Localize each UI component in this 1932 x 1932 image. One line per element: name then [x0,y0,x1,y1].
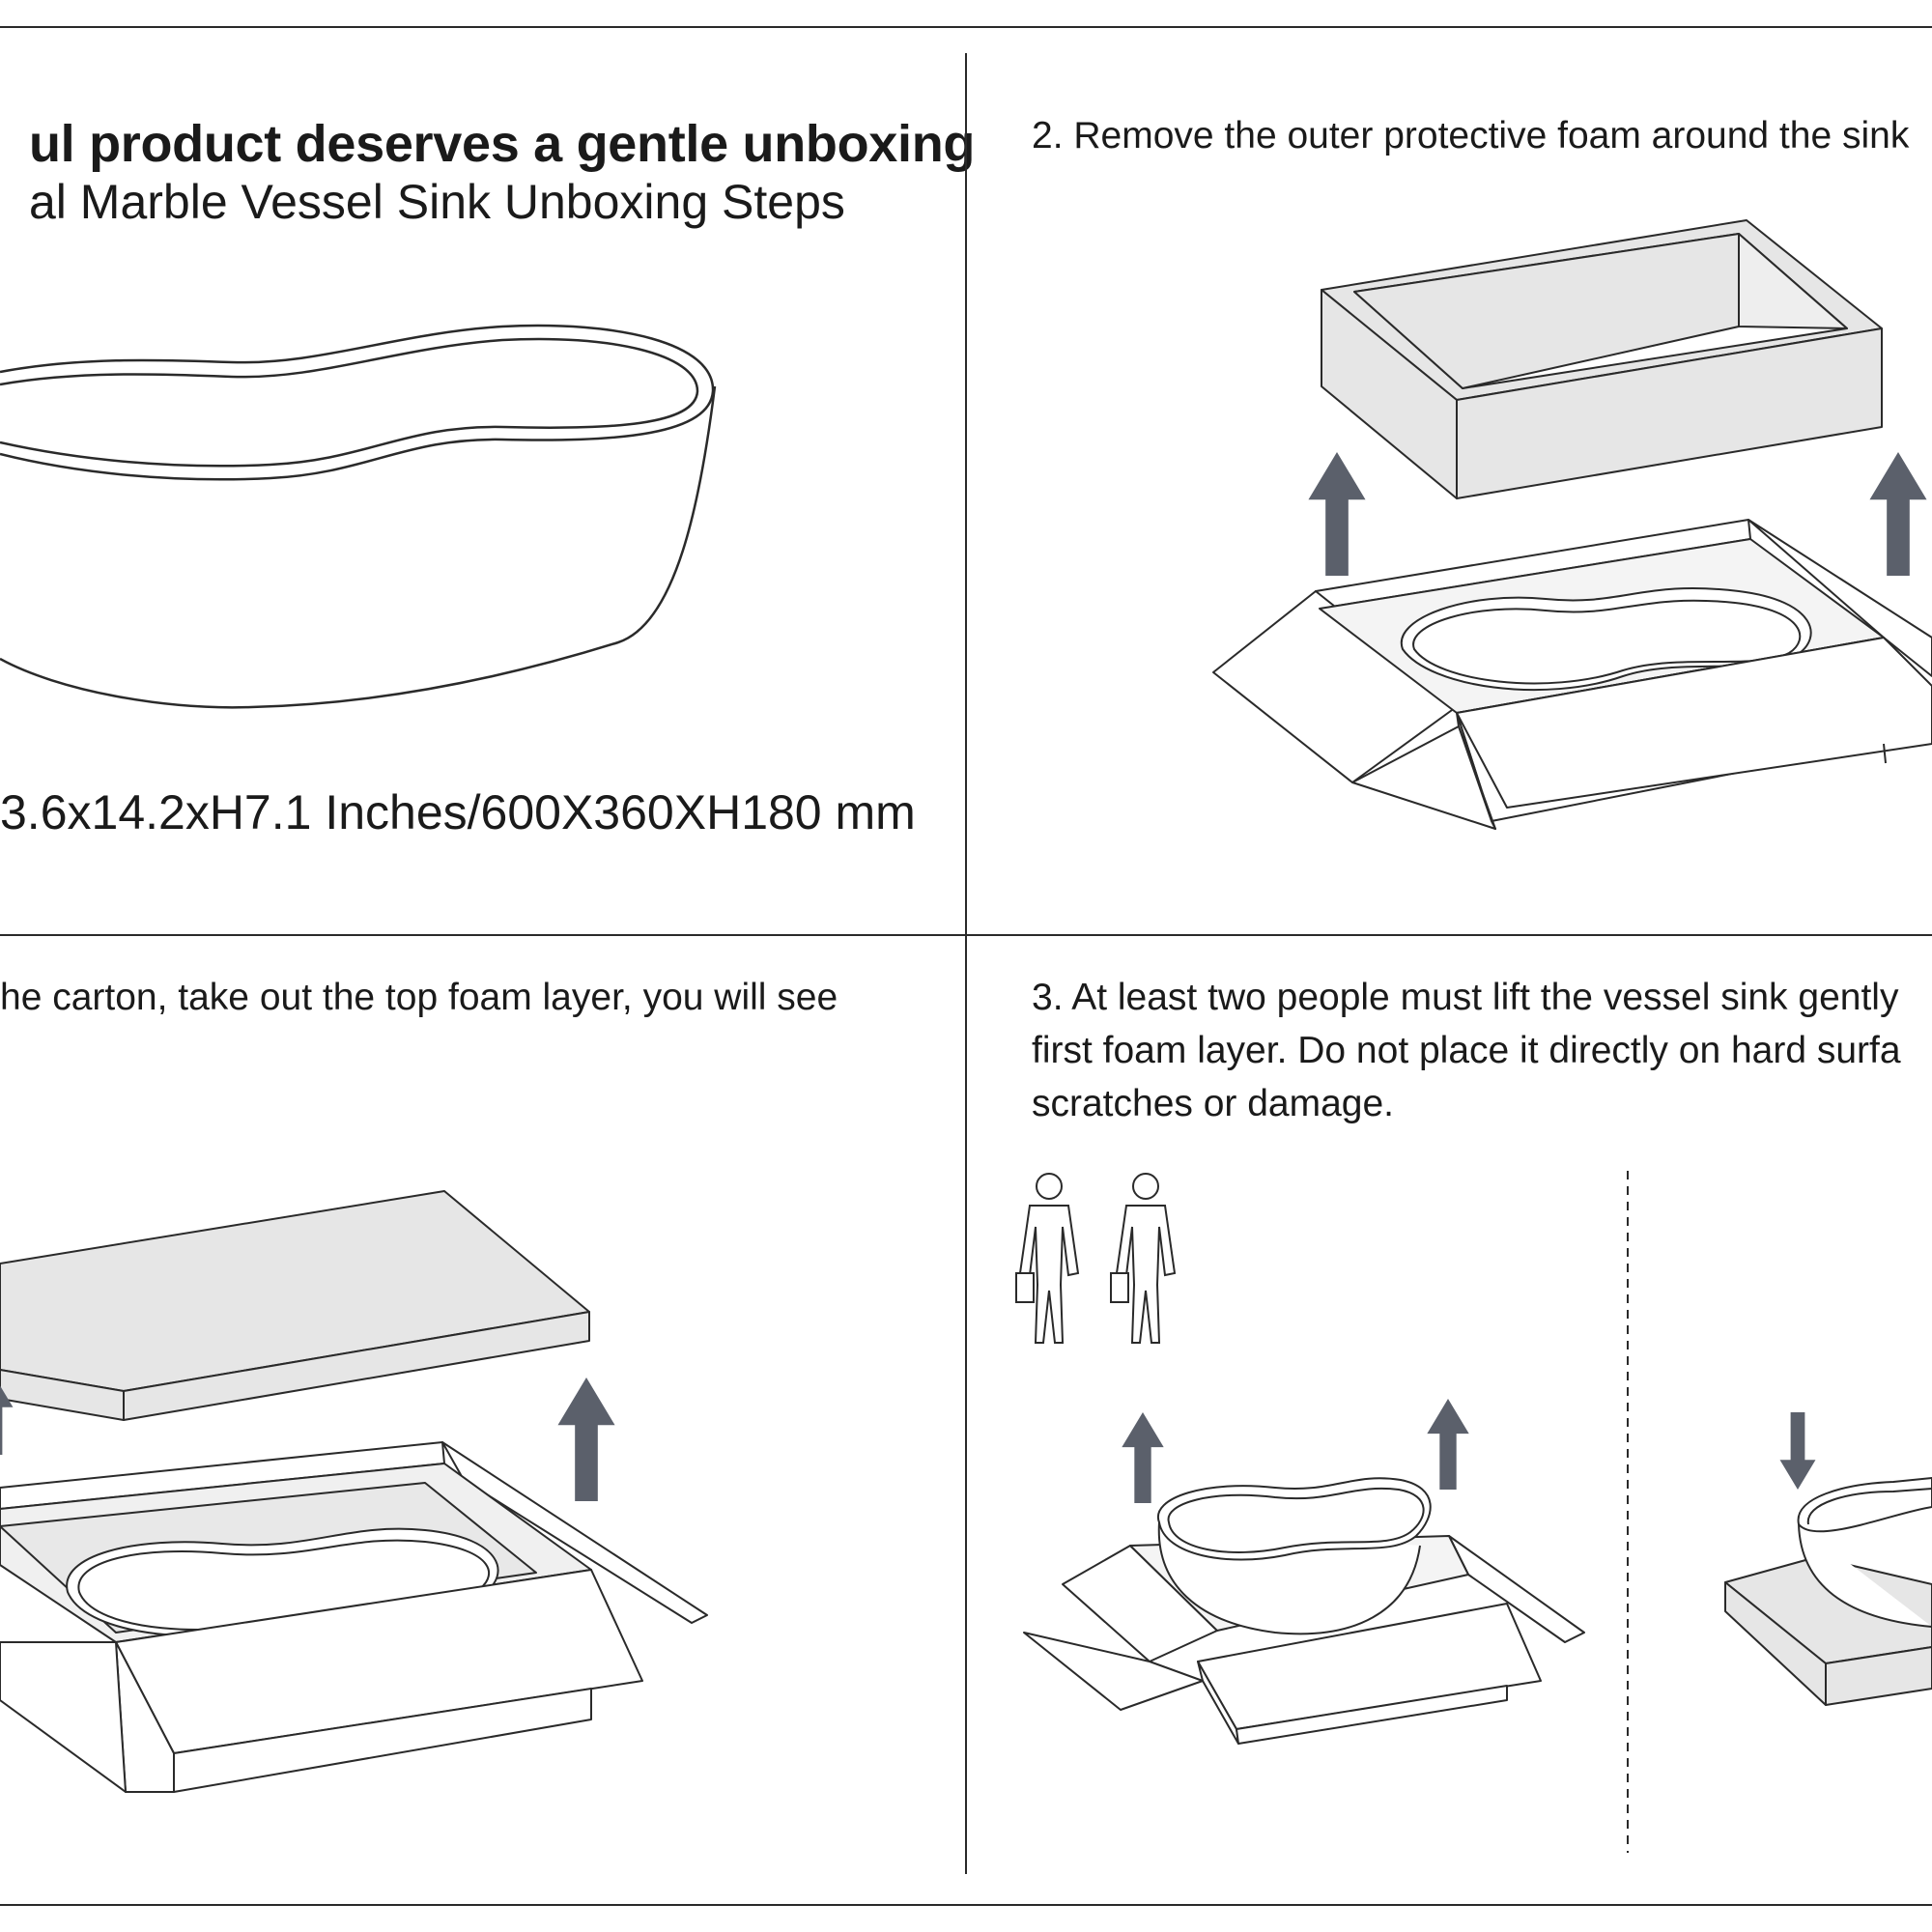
step-2-text: 2. Remove the outer protective foam arou… [1032,115,1910,156]
page-title: ul product deserves a gentle unboxing [29,115,976,173]
step-1-text-fragment: he carton, take out the top foam layer, … [0,977,838,1018]
arrow-up-icon [1122,1412,1164,1503]
two-people-figures [1015,1173,1177,1344]
product-dimensions: 3.6x14.2xH7.1 Inches/600X360XH180 mm [0,785,916,839]
step-3-text-line-2: first foam layer. Do not place it direct… [1032,1030,1901,1071]
person-figure-2 [1110,1173,1177,1344]
open-carton-illustration [1212,519,1932,830]
arrow-up-icon [1427,1399,1469,1490]
vessel-sink-illustration [0,324,717,709]
top-foam-layer-illustration [0,1190,590,1421]
open-carton-with-sink-illustration [0,1441,708,1793]
arrow-up-icon [1869,452,1927,576]
sink-on-foam-illustration [1724,1477,1932,1706]
foam-tray-illustration [1321,219,1883,499]
step-3-text-line-1: 3. At least two people must lift the ves… [1032,977,1899,1018]
arrow-up-icon [1308,452,1366,576]
step-3-text-line-3: scratches or damage. [1032,1083,1395,1124]
arrow-down-icon [1779,1412,1816,1490]
person-figure-1 [1015,1173,1080,1344]
arrow-up-icon [557,1378,615,1501]
carton-sink-lift-illustration [1023,1477,1585,1745]
page-subtitle: al Marble Vessel Sink Unboxing Steps [29,175,845,229]
panel-dividers [0,26,1932,1906]
